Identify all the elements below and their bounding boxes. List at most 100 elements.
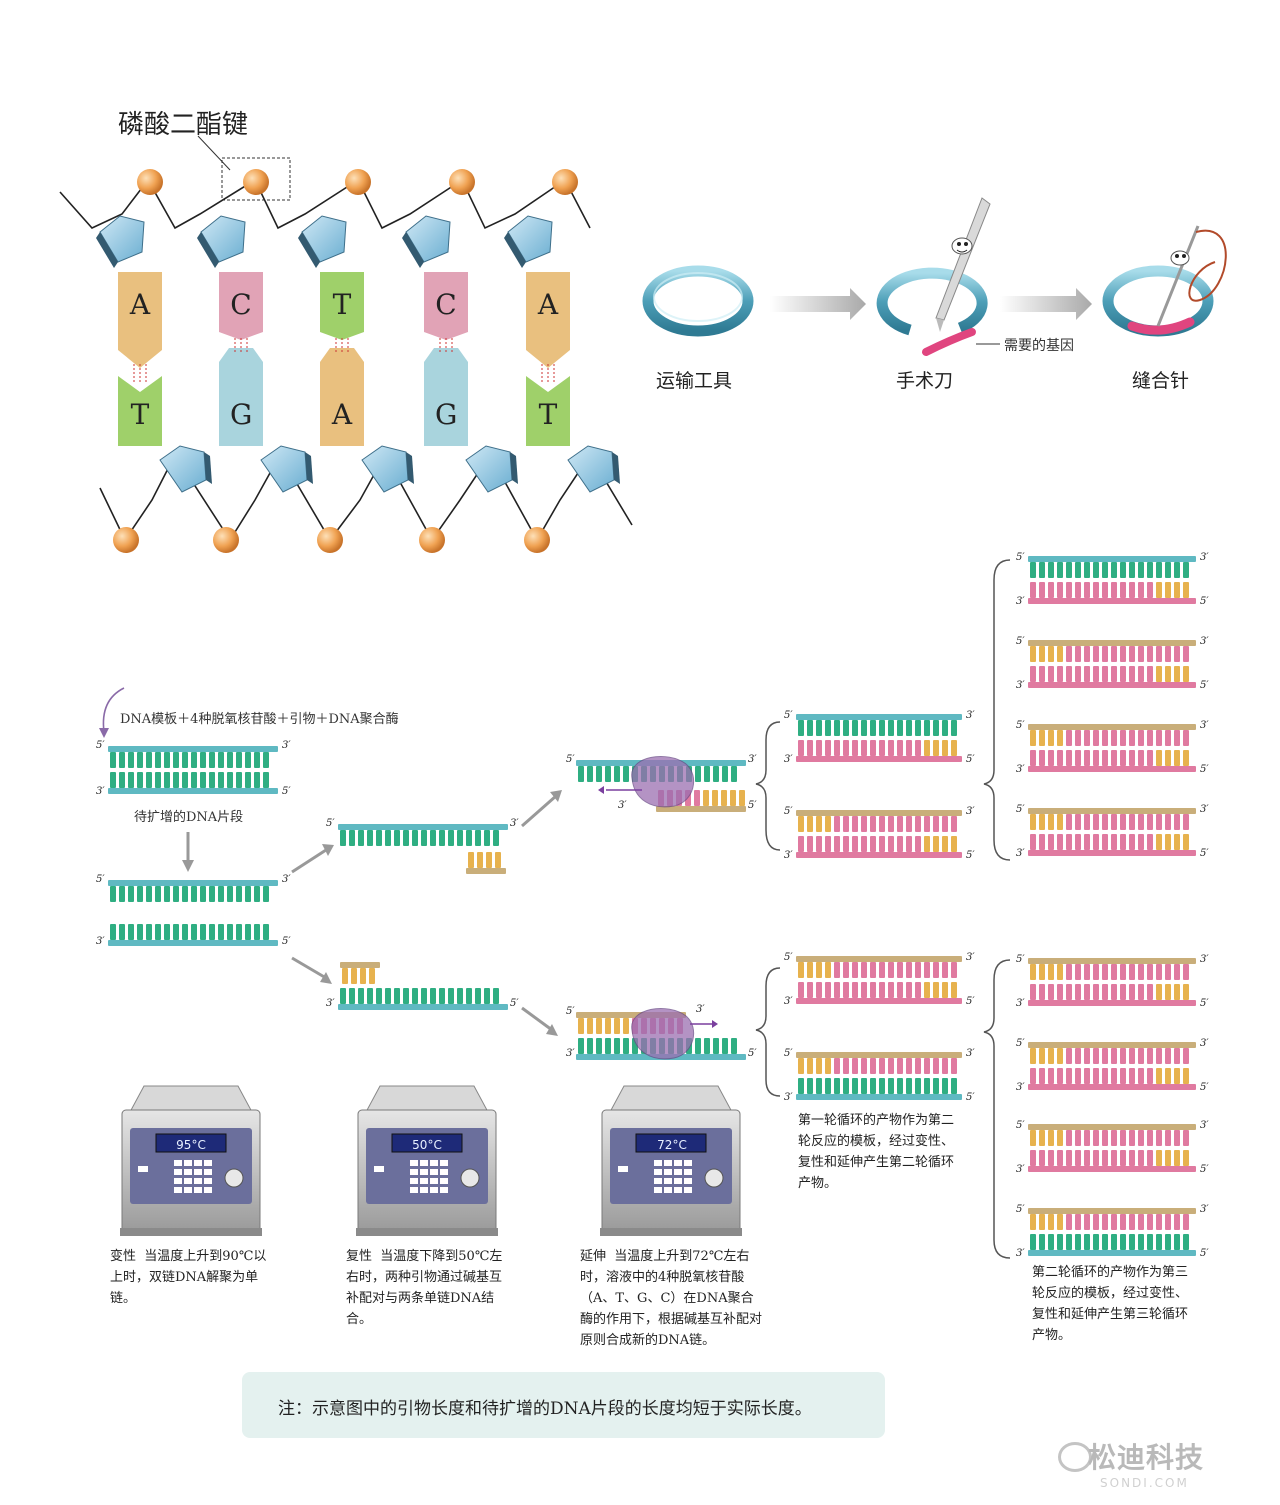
r2-0-bot-tooth-14: [1156, 582, 1162, 598]
cycler-1-key-3-2: [194, 1187, 202, 1193]
r2-5-top-tooth-13: [1147, 1048, 1153, 1064]
prime-label-67: 5′: [1200, 1248, 1209, 1259]
r2-3-top-tooth-5: [1075, 814, 1081, 830]
template-bot-tooth-4: [146, 772, 152, 788]
r2-5-bot-tooth-5: [1075, 1068, 1081, 1084]
reagents-arrow: [102, 687, 125, 733]
ext-low-tooth-4: [614, 1038, 620, 1054]
anneal-low-tooth-14: [466, 988, 472, 1004]
r2-6-top-tooth-4: [1066, 1130, 1072, 1146]
pcr-strands: [108, 556, 1196, 1256]
prime-label-23: 5′: [966, 754, 975, 765]
cycler-3-key-2-2: [674, 1178, 682, 1184]
r1-a-top-tooth-1: [807, 720, 813, 736]
sugar-bottom-1: [260, 445, 308, 493]
r1-d-bot-tooth-1: [807, 1078, 813, 1094]
ext-up-tooth-1: [587, 766, 593, 782]
anneal-up-bar: [338, 824, 508, 830]
base-letter-top-1: C: [230, 288, 252, 321]
cycler-3-base: [600, 1228, 742, 1236]
template-bot-tooth-8: [182, 772, 188, 788]
r2-6-top-tooth-14: [1156, 1130, 1162, 1146]
r2-4-top-tooth-5: [1075, 964, 1081, 980]
template-top-tooth-2: [128, 752, 134, 768]
r1-a-top-tooth-15: [933, 720, 939, 736]
ss-bot-tooth-5: [155, 924, 161, 940]
r1-b-top-tooth-15: [933, 816, 939, 832]
r2-2-top-bar: [1028, 724, 1196, 730]
cycler-1-dial: [224, 1168, 244, 1188]
r2-6-bot-tooth-1: [1039, 1150, 1045, 1166]
r1-c-top-tooth-10: [888, 962, 894, 978]
anneal-low-tooth-3: [367, 988, 373, 1004]
ss-top-tooth-14: [236, 886, 242, 902]
ss-top-tooth-6: [164, 886, 170, 902]
phosphate-bottom-4: [524, 527, 550, 553]
r1-d-bot-tooth-6: [852, 1078, 858, 1094]
r2-1-bot-tooth-3: [1057, 666, 1063, 682]
base-letter-top-4: A: [537, 288, 559, 321]
phosphate-top-1: [243, 169, 269, 195]
ext-low-new-tooth-1: [587, 1018, 593, 1034]
anneal-up-tooth-12: [448, 830, 454, 846]
r2-2-top-tooth-3: [1057, 730, 1063, 746]
r2-3-bot-tooth-3: [1057, 834, 1063, 850]
r2-2-top-tooth-16: [1174, 730, 1180, 746]
cycler-1-key-1-2: [194, 1169, 202, 1175]
r2-1-bot-tooth-12: [1138, 666, 1144, 682]
sugar-top-edge-0: [96, 232, 118, 268]
prime-label-43: 5′: [1200, 680, 1209, 691]
r1-a-top-tooth-10: [888, 720, 894, 736]
r2-0-bot-tooth-7: [1093, 582, 1099, 598]
r1-d-top-tooth-16: [942, 1058, 948, 1074]
prime-label-12: 5′: [566, 754, 575, 765]
cycler-1-key-2-2: [194, 1178, 202, 1184]
r1-d-top-tooth-5: [843, 1058, 849, 1074]
r2-2-top-tooth-11: [1129, 730, 1135, 746]
anneal-low-tooth-9: [421, 988, 427, 1004]
r1-c-top-tooth-6: [852, 962, 858, 978]
ss-top-tooth-10: [200, 886, 206, 902]
template-bot-tooth-16: [254, 772, 260, 788]
r2-2-top-tooth-15: [1165, 730, 1171, 746]
prime-label-66: 3′: [1016, 1248, 1025, 1259]
r2-1-top-tooth-8: [1102, 646, 1108, 662]
r1-c-top-bar: [796, 956, 962, 962]
r1-c-top-tooth-16: [942, 962, 948, 978]
ss-top-tooth-1: [119, 886, 125, 902]
callout-line: [197, 135, 231, 171]
cycler-3-key-0-1: [664, 1160, 672, 1166]
r2-2-bot-tooth-3: [1057, 750, 1063, 766]
ss-top-tooth-2: [128, 886, 134, 902]
primer-up-tooth-2: [486, 852, 492, 868]
ss-bot-tooth-8: [182, 924, 188, 940]
r1-c-bot-tooth-13: [915, 982, 921, 998]
r2-7-bot-tooth-4: [1066, 1234, 1072, 1250]
r1-c-bot-bar: [796, 998, 962, 1004]
template-top-tooth-7: [173, 752, 179, 768]
anneal-low-tooth-7: [403, 988, 409, 1004]
anneal-low-tooth-1: [349, 988, 355, 1004]
r1-b-bot-tooth-9: [879, 836, 885, 852]
r2-1-bot-tooth-2: [1048, 666, 1054, 682]
r1-b-bot-tooth-15: [933, 836, 939, 852]
prime-label-47: 5′: [1200, 764, 1209, 775]
cycler-2-key-3-2: [430, 1187, 438, 1193]
r2-6-top-tooth-8: [1102, 1130, 1108, 1146]
r1-b-bot-tooth-5: [843, 836, 849, 852]
r1-a-bot-tooth-6: [852, 740, 858, 756]
prime-label-34: 3′: [784, 1092, 793, 1103]
r1-d-bot-tooth-11: [897, 1078, 903, 1094]
cycler-3-key-1-0: [654, 1169, 662, 1175]
r2-1-top-tooth-17: [1183, 646, 1189, 662]
prime-label-17: 3′: [696, 1004, 705, 1015]
ext-low-tooth-14: [704, 1038, 710, 1054]
r1-a-bot-tooth-10: [888, 740, 894, 756]
r2-7-bot-tooth-0: [1030, 1234, 1036, 1250]
pcr-braces: [755, 559, 1011, 1259]
r2-1-top-tooth-10: [1120, 646, 1126, 662]
r2-5-top-tooth-14: [1156, 1048, 1162, 1064]
r2-0-top-bar: [1028, 556, 1196, 562]
r2-5-bot-tooth-3: [1057, 1068, 1063, 1084]
r2-0-top-tooth-7: [1093, 562, 1099, 578]
